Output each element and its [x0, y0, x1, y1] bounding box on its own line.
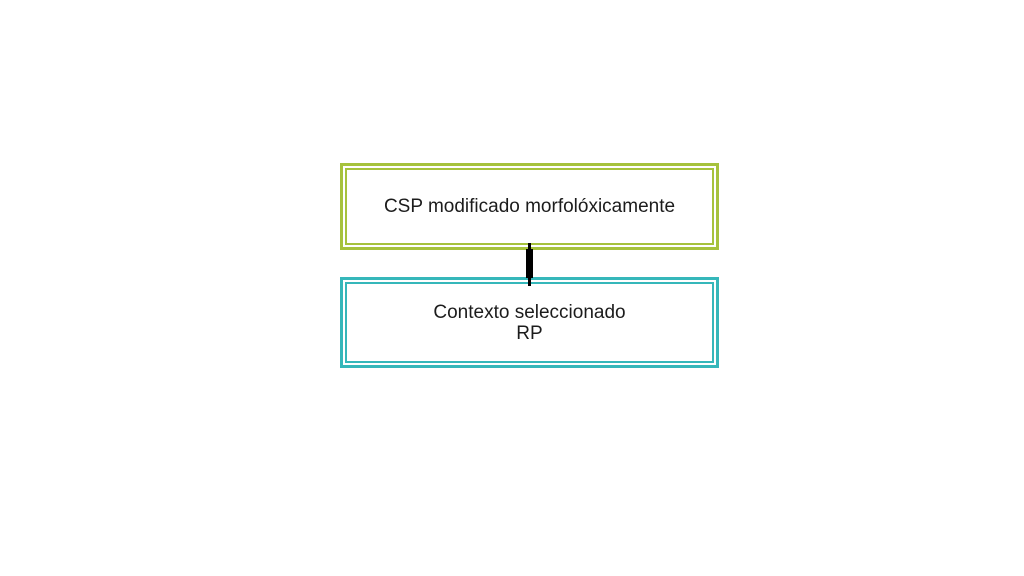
- node-csp-modified: CSP modificado morfolóxicamente: [340, 163, 719, 250]
- node-selected-context-label-line1: Contexto seleccionado: [433, 301, 626, 323]
- node-selected-context-inner-border: Contexto seleccionado RP: [345, 282, 714, 363]
- node-csp-modified-label: CSP modificado morfolóxicamente: [383, 196, 676, 217]
- node-csp-modified-inner-border: CSP modificado morfolóxicamente: [345, 168, 714, 245]
- node-selected-context-label-line2: RP: [516, 322, 543, 344]
- connector-line: [526, 249, 533, 278]
- node-selected-context: Contexto seleccionado RP: [340, 277, 719, 368]
